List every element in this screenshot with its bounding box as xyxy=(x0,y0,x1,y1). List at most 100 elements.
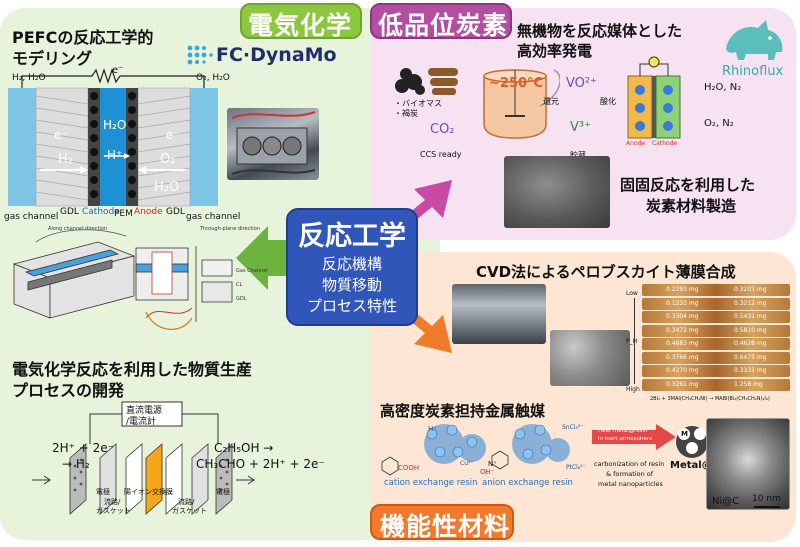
resin-diagram xyxy=(381,424,570,476)
catalyst-cu: Cu²⁺ xyxy=(460,460,474,467)
catalyst-carb-2: & formation of xyxy=(606,470,654,478)
cvd-mass-label: 0.4683 mg xyxy=(666,340,699,347)
pefc-title-2: モデリング xyxy=(12,49,93,68)
catalyst-heat-2: in inert atmosphere xyxy=(598,436,653,442)
scale-bar xyxy=(754,506,780,508)
pefc-top-right: O₂, H₂O xyxy=(196,73,230,83)
rhinoflux-h2o-n2: H₂O, N₂ xyxy=(704,82,742,93)
carbon-title-2: 炭素材料製造 xyxy=(646,197,737,215)
electrochem-tag-label: 電気化学 xyxy=(248,11,353,40)
catalyst-oh: OH⁻ xyxy=(480,468,495,476)
rhinoflux-oxidation: 酸化 xyxy=(600,97,616,106)
catalyst-metal-c: Metal@C xyxy=(670,460,720,471)
cvd-mass-label: 0.5810 mg xyxy=(734,326,767,334)
center-title: 反応工学 xyxy=(298,221,406,252)
cvd-mass-label: 0.3472 mg xyxy=(666,326,699,334)
catalyst-amine: N⁺ xyxy=(488,460,497,468)
production-gasket-left: ガスケット xyxy=(96,507,131,515)
rhinoflux-anode: Anode xyxy=(626,140,646,147)
catalyst-scale: 10 nm xyxy=(752,494,781,504)
biomass-icon xyxy=(395,68,458,95)
production-electrode-left: 電極 xyxy=(96,488,110,496)
arrow-left-green xyxy=(236,226,300,290)
model-label-channel: Along channel direction xyxy=(48,226,108,232)
model-label-through: Through-plane direction xyxy=(200,226,260,232)
cvd-mass-label: 0.3766 mg xyxy=(666,353,699,361)
catalyst-cation-resin: cation exchange resin xyxy=(384,478,478,488)
production-power2: /電流計 xyxy=(126,417,157,427)
production-eq-left-2: → H₂ xyxy=(62,457,90,471)
rhinoflux-vo2: VO²⁺ xyxy=(566,76,597,91)
pefc-schematic xyxy=(8,68,218,207)
pefc-anode: Anode xyxy=(134,207,163,217)
production-channel-left: 流路/ xyxy=(104,498,121,506)
catalyst-heat-1: Heat metal@resin xyxy=(598,428,648,434)
low-carbon-tag xyxy=(370,3,512,39)
rhinoflux-storage: 貯蔵 xyxy=(570,150,586,161)
cvd-apparatus-photo xyxy=(452,284,546,344)
catalyst-ni-c: Ni@C xyxy=(712,496,740,507)
rhinoflux-title-1: 無機物を反応媒体とした xyxy=(517,22,683,40)
cvd-mass-label: 0.4270 mg xyxy=(666,367,699,374)
functional-tag-label: 機能性材料 xyxy=(380,512,511,541)
catalyst-title: 高密度炭素担持金属触媒 xyxy=(380,402,546,420)
catalyst-carb-1: carbonization of resin xyxy=(594,460,665,468)
pefc-h2-left: H₂ xyxy=(58,152,73,167)
pefc-e-left: e⁻ xyxy=(54,128,68,142)
electrochem-tag xyxy=(240,3,362,39)
cvd-film-strip: 0.3472 mg 0.5810 mg xyxy=(642,324,790,337)
fc-dynamo-logo: FC·DynaMo xyxy=(216,44,337,66)
cvd-mass-label: 0.1233 mg xyxy=(666,299,699,307)
rhinoflux-o2-n2: O₂, N₂ xyxy=(704,118,734,129)
rhinoflux-ccs: CCS ready xyxy=(420,150,462,159)
carbon-tem-image xyxy=(504,156,610,228)
rhinoflux-cell-icon xyxy=(627,56,681,139)
center-line2: 物質移動 xyxy=(321,276,382,294)
cvd-title: CVD法によるペロブスカイト薄膜合成 xyxy=(476,263,736,281)
reactor-vessel-icon xyxy=(483,69,560,139)
production-eq-right-1: C₂H₅OH → xyxy=(214,441,274,455)
catalyst-cooh: COOH xyxy=(398,464,420,472)
pefc-gas-channel-right: gas channel xyxy=(186,212,241,222)
production-electrode-right: 電極 xyxy=(216,488,230,496)
production-title-2: プロセスの開発 xyxy=(12,381,125,400)
pefc-hplus: H⁺ xyxy=(107,148,123,162)
production-title-1: 電気化学反応を利用した物質生産 xyxy=(12,360,253,379)
cvd-mass-label: 1.258 mg xyxy=(734,380,763,388)
electrolyzer-diagram xyxy=(32,401,255,515)
production-gasket-right: ガスケット xyxy=(172,507,207,515)
cvd-film-strip: 0.1233 mg 0.3212 mg xyxy=(642,297,790,310)
pefc-top-left: H₂, H₂O xyxy=(12,73,46,83)
pefc-gas-channel-left: gas channel xyxy=(4,212,59,222)
functional-tag xyxy=(370,504,514,540)
catalyst-carb-3: metal nanoparticles xyxy=(598,480,663,488)
rhinoflux-cathode: Cathode xyxy=(652,140,678,147)
rhinoflux-biomass2: ・褐炭 xyxy=(394,109,418,118)
center-line1: 反応機構 xyxy=(321,255,382,273)
fc-dynamo-logo-icon xyxy=(187,45,213,65)
cvd-equation: 2BI₂ + 3MAI(CH₃CH₂NI) → MABI(Bi₂(CH₃CH₂N… xyxy=(650,396,770,402)
pefc-title-1: PEFCの反応工学的 xyxy=(12,28,154,47)
model-label-gas: Gas Channel xyxy=(236,268,268,274)
rhinoflux-title-2: 高効率発電 xyxy=(517,42,593,60)
rhinoflux-v3: V³⁺ xyxy=(570,120,591,135)
cvd-mass-label: 0.3304 mg xyxy=(666,313,699,320)
rhinoflux-co2: CO₂ xyxy=(430,122,455,137)
cvd-mass-label: 0.3212 mg xyxy=(734,299,767,307)
production-channel-right: 流路/ xyxy=(178,498,195,506)
production-eq-right-2: CH₃CHO + 2H⁺ + 2e⁻ xyxy=(196,457,325,471)
cvd-mass-label: 0.5431 mg xyxy=(734,313,767,320)
pefc-gdl-left: GDL xyxy=(60,207,79,217)
catalyst-sncl: SnCl₄²⁻ xyxy=(562,424,584,431)
pefc-gdl-right: GDL xyxy=(166,207,185,217)
pefc-o2-right: O₂ xyxy=(160,152,176,167)
carbon-title-1: 固固反応を利用した xyxy=(620,176,756,194)
model-label-gdl: GDL xyxy=(236,296,247,302)
rhinoflux-temp: ~250°C xyxy=(489,76,544,91)
production-power: 直流電源 xyxy=(126,406,163,416)
cvd-axis-p: P_H xyxy=(626,338,638,345)
cvd-sem-image xyxy=(550,330,630,386)
model-label-cl: CL xyxy=(236,282,243,288)
